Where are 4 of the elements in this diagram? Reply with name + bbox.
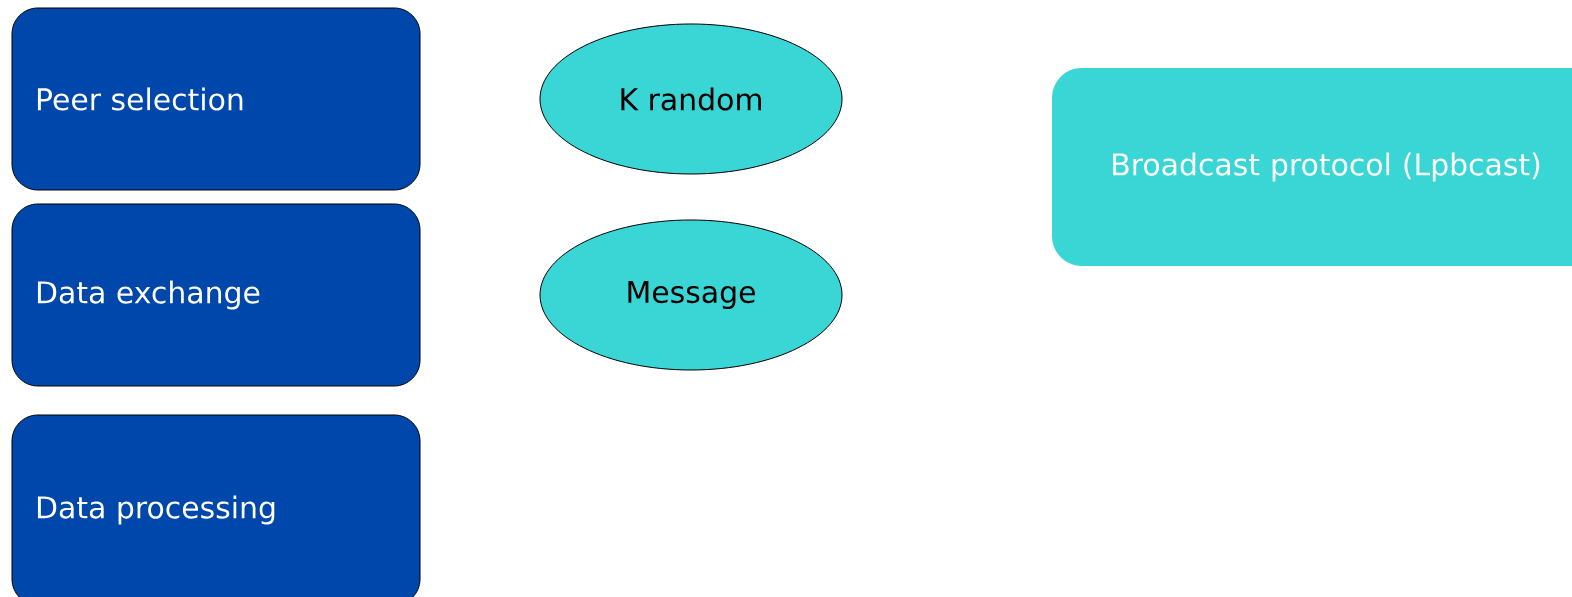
step-box: Data processing bbox=[11, 414, 421, 597]
step-box: Data exchange bbox=[11, 203, 421, 387]
protocol-box: Broadcast protocol (Lpbcast) bbox=[1052, 68, 1572, 266]
step-box: Peer selection bbox=[11, 7, 421, 191]
